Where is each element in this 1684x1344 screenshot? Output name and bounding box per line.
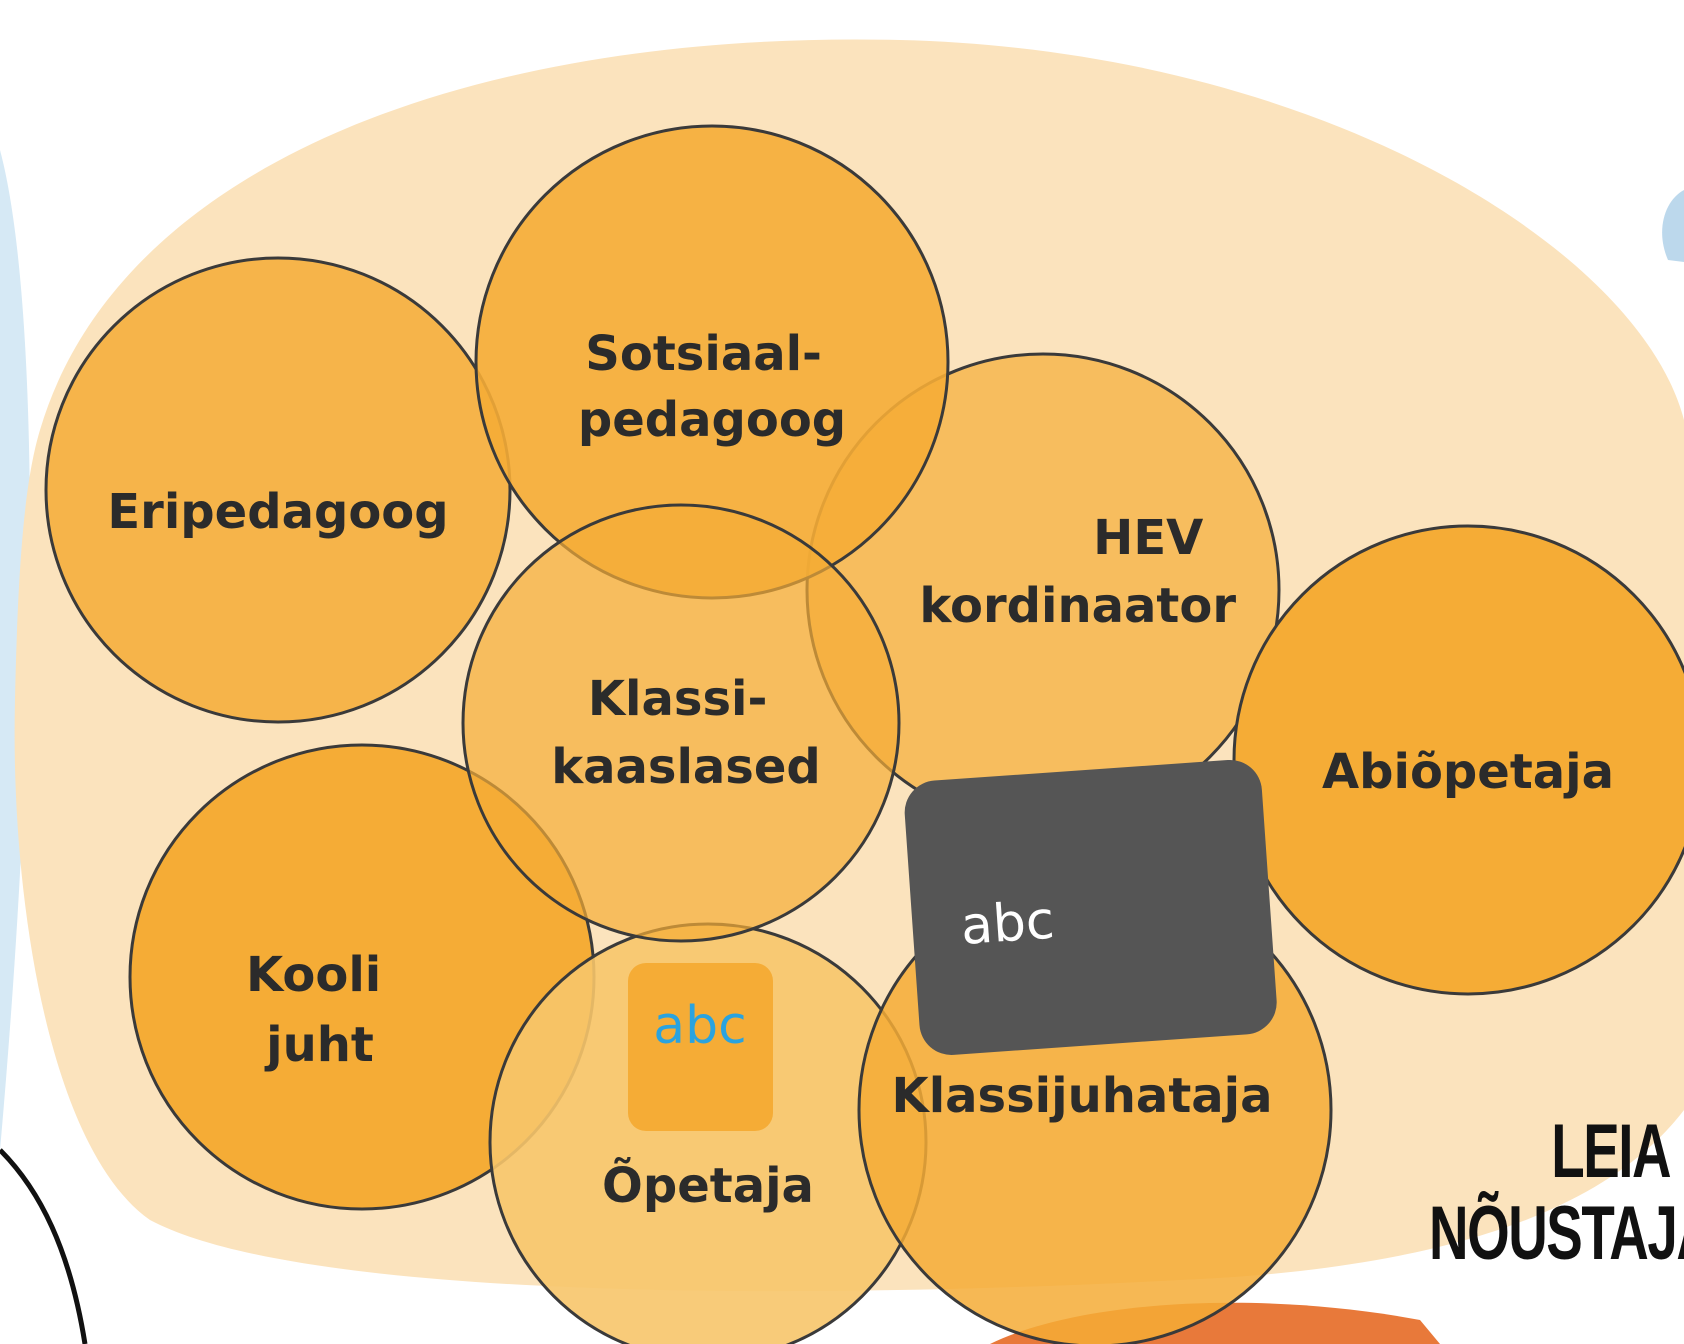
teacher-tag-box [628, 963, 773, 1131]
label-opetaja-line-1: Õpetaja [602, 1157, 814, 1214]
label-klassijuhataja: Klassijuhataja [892, 1068, 1273, 1124]
teacher-tag-text: abc [653, 996, 746, 1056]
label-abiopetaja: Abiõpetaja [1322, 744, 1614, 800]
label-hev-koordinaator: HEV kordinaator [919, 510, 1236, 634]
label-hev-koordinaator-line-2: kordinaator [919, 578, 1236, 634]
label-sotsiaalpedagoog-line-1: Sotsiaal- [585, 326, 822, 382]
label-klassikaaslased: Klassi- kaaslased [551, 671, 821, 795]
label-kooli-juht-line-1: Kooli [246, 947, 381, 1003]
left-blue-accent [0, 150, 30, 1150]
label-abiopetaja-line-1: Abiõpetaja [1322, 744, 1614, 800]
label-opetaja: Õpetaja [602, 1157, 814, 1214]
label-klassikaaslased-line-2: kaaslased [551, 739, 821, 795]
label-sotsiaalpedagoog-line-2: pedagoog [578, 392, 846, 448]
label-klassikaaslased-line-1: Klassi- [588, 671, 768, 727]
circle-abiopetaja [1232, 524, 1684, 996]
cta-line-1: LEIA [1551, 1109, 1671, 1194]
label-klassijuhataja-line-1: Klassijuhataja [892, 1068, 1273, 1124]
dark-tag-box [904, 759, 1277, 1055]
label-sotsiaalpedagoog: Sotsiaal- pedagoog [578, 326, 846, 448]
label-kooli-juht-line-2: juht [264, 1017, 374, 1073]
label-kooli-juht: Kooli juht [246, 947, 398, 1073]
role-labels: Sotsiaal- pedagoog Eripedagoog HEV kordi… [107, 326, 1614, 1214]
cta-line-2: NÕUSTAJA [1428, 1191, 1684, 1276]
label-eripedagoog-line-1: Eripedagoog [107, 484, 448, 540]
circle-klassikaaslased [461, 503, 901, 943]
label-hev-koordinaator-line-1: HEV [1093, 510, 1203, 566]
dark-tag: abc [904, 759, 1277, 1055]
dark-tag-text: abc [959, 891, 1056, 957]
circle-eripedagoog [44, 256, 512, 724]
bottom-left-outline [0, 1148, 88, 1344]
label-eripedagoog: Eripedagoog [107, 484, 448, 540]
right-blue-accent [1662, 190, 1684, 262]
